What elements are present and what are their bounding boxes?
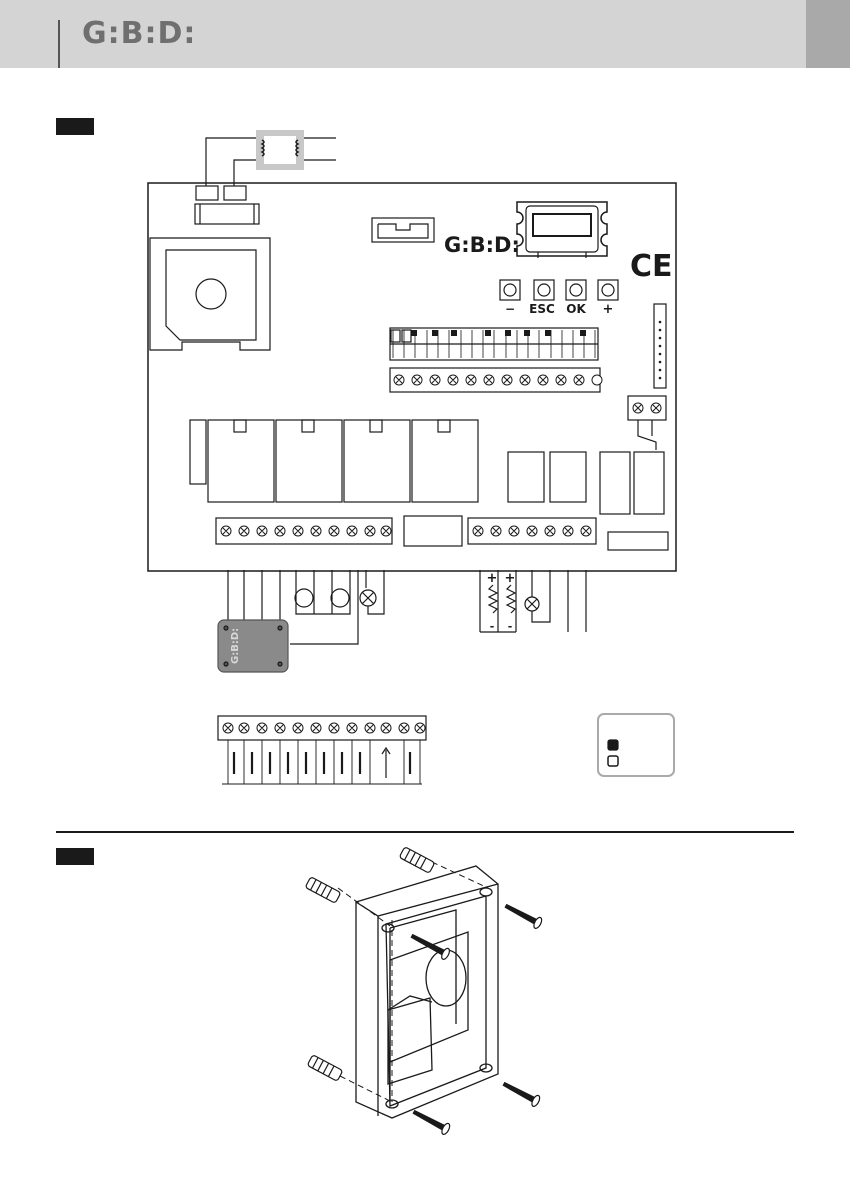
- board-logo: G:B:D:: [444, 233, 520, 257]
- enclosure-box: [356, 866, 498, 1118]
- button-label-ok: OK: [566, 302, 586, 316]
- enclosure-illustration: [0, 840, 850, 1180]
- polarity-minus-1: -: [490, 620, 495, 633]
- section-divider: [56, 831, 794, 833]
- ce-mark: CE: [630, 249, 673, 284]
- radio-module-logo: G:B:D:: [230, 628, 241, 664]
- wiring-diagram: G:B:D: CE − ESC OK + + + - - G:B:D:: [0, 0, 850, 820]
- button-label-plus: +: [603, 302, 614, 317]
- button-label-minus: −: [505, 302, 515, 316]
- polarity-plus-1: +: [487, 571, 498, 586]
- button-label-esc: ESC: [529, 302, 555, 316]
- polarity-plus-2: +: [505, 571, 516, 586]
- polarity-minus-2: -: [508, 620, 513, 633]
